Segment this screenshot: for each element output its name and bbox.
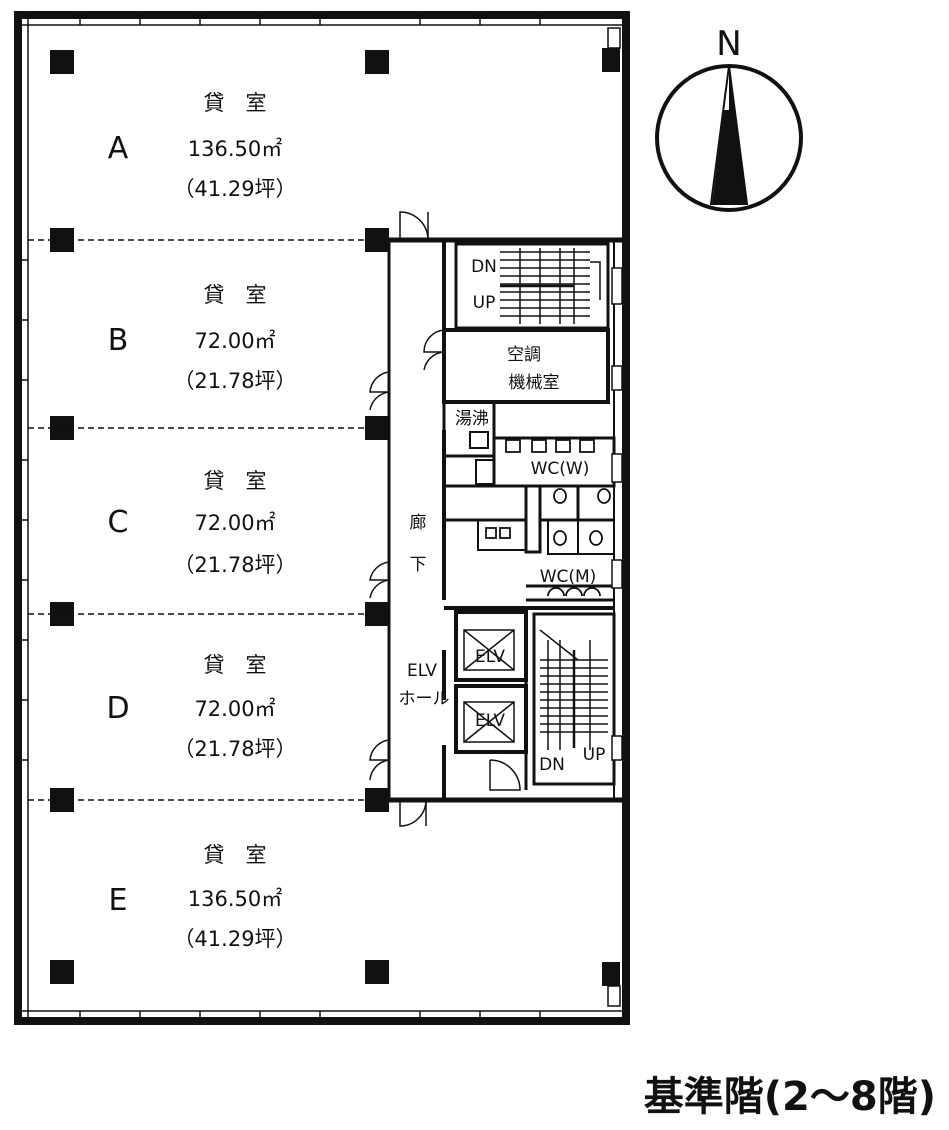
- elevator-1-label: ELV: [475, 647, 505, 667]
- ac-room-label-1: 空調: [507, 345, 541, 365]
- corridor-label-1: 廊: [410, 513, 427, 533]
- room-a-area: 136.50㎡: [188, 137, 282, 161]
- room-d-title: 貸 室: [204, 653, 267, 677]
- room-c-letter: C: [108, 505, 129, 540]
- room-e-letter: E: [109, 883, 128, 918]
- compass-north-label: N: [716, 24, 741, 64]
- wc-women-label: WC(W): [531, 459, 590, 479]
- core-windows: [607, 27, 623, 1007]
- room-e-tsubo: （41.29坪）: [173, 927, 296, 951]
- room-b-letter: B: [108, 323, 129, 358]
- room-d-letter: D: [106, 691, 129, 726]
- kitchenette-label: 湯沸: [455, 409, 489, 429]
- room-c-tsubo: （21.78坪）: [173, 553, 296, 577]
- elevator-2-label: ELV: [475, 711, 505, 731]
- room-c-title: 貸 室: [204, 469, 267, 493]
- room-e-area: 136.50㎡: [188, 887, 282, 911]
- wall-window-marks: [18, 15, 541, 1021]
- door-swings: [369, 211, 521, 827]
- room-b: 貸 室 B 72.00㎡ （21.78坪）: [108, 283, 297, 393]
- stair-bottom-dn-label: DN: [539, 755, 565, 775]
- wc-fixtures: [485, 439, 611, 597]
- room-a-tsubo: （41.29坪）: [173, 177, 296, 201]
- building-outline: [14, 11, 630, 1025]
- elevator-car-marks: [463, 629, 515, 743]
- room-e-title: 貸 室: [204, 843, 267, 867]
- stair-top-dn-label: DN: [471, 257, 497, 277]
- room-d-tsubo: （21.78坪）: [173, 737, 296, 761]
- core-labels: 廊 下 DN UP 空調 機械室 湯沸 WC(W) WC(M) ELV ホール …: [399, 257, 606, 775]
- stair-bottom-up-label: UP: [583, 745, 606, 765]
- elv-hall-label-1: ELV: [407, 661, 437, 681]
- room-d: 貸 室 D 72.00㎡ （21.78坪）: [106, 653, 296, 761]
- structural-columns: [50, 48, 620, 986]
- room-c-area: 72.00㎡: [194, 511, 275, 535]
- room-b-area: 72.00㎡: [194, 329, 275, 353]
- room-e: 貸 室 E 136.50㎡ （41.29坪）: [109, 843, 297, 951]
- stair-top-up-label: UP: [473, 293, 496, 313]
- floor-title: 基準階(2〜8階): [644, 1074, 936, 1120]
- room-d-area: 72.00㎡: [194, 697, 275, 721]
- stair-top-treads: [500, 248, 601, 324]
- north-compass: N: [655, 24, 803, 212]
- room-dividers: [28, 239, 365, 801]
- room-a: 貸 室 A 136.50㎡ （41.29坪）: [108, 91, 297, 201]
- elv-hall-label-2: ホール: [399, 689, 450, 709]
- room-b-tsubo: （21.78坪）: [173, 369, 296, 393]
- room-a-letter: A: [108, 131, 129, 166]
- room-c: 貸 室 C 72.00㎡ （21.78坪）: [108, 469, 297, 577]
- room-b-title: 貸 室: [204, 283, 267, 307]
- ac-room-label-2: 機械室: [509, 373, 560, 393]
- room-a-title: 貸 室: [204, 91, 267, 115]
- corridor-label-2: 下: [410, 555, 427, 575]
- stair-bottom-treads: [539, 629, 608, 750]
- core-walls: [387, 237, 626, 803]
- wc-men-label: WC(M): [540, 567, 597, 587]
